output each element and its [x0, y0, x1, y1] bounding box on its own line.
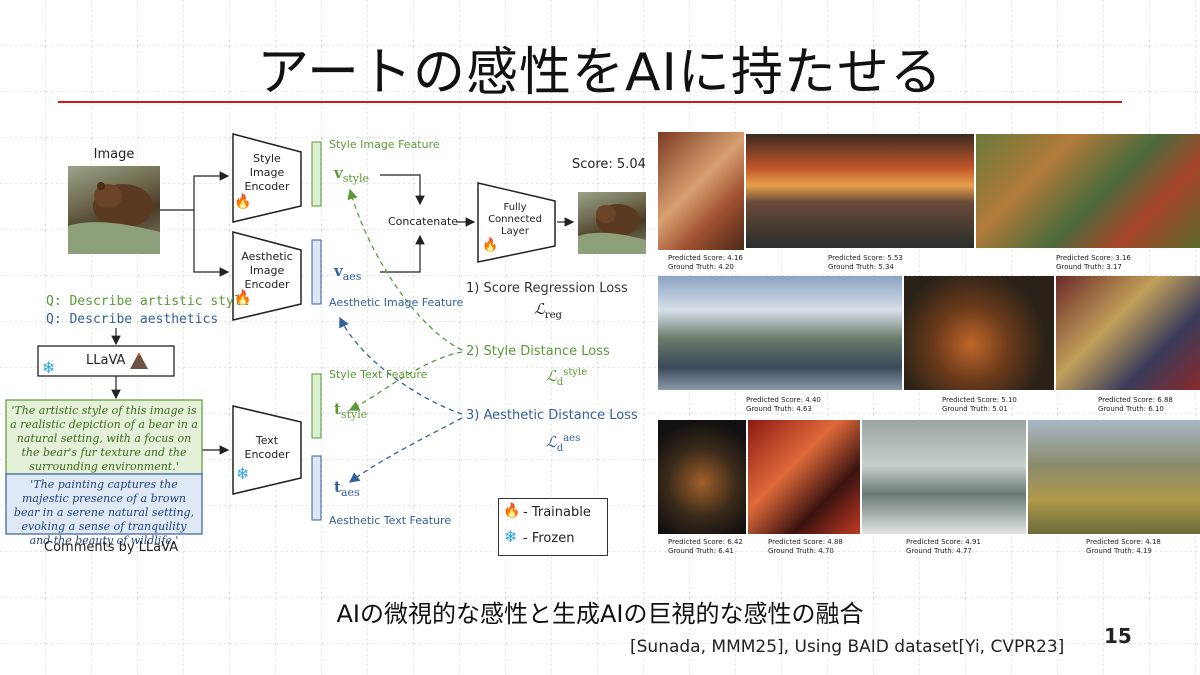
aes-image-feature-bar — [311, 239, 322, 305]
aes-image-feature-label: Aesthetic Image Feature — [329, 296, 464, 309]
output-image-bear — [578, 192, 646, 254]
comment-aes-text: 'The painting captures the majestic pres… — [13, 478, 195, 547]
loss-style-label: 2) Style Distance Loss — [466, 344, 610, 359]
concatenate-label: Concatenate — [388, 215, 459, 228]
input-image-bear — [68, 166, 160, 254]
slide-subtitle: AIの微視的な感性と生成AIの巨視的な感性の融合 — [336, 600, 864, 628]
snowflake-icon: ❄ — [236, 464, 250, 483]
result-painting-9 — [862, 420, 1026, 534]
aes-text-feature-bar — [311, 455, 322, 521]
result-painting-4 — [658, 276, 902, 390]
result-painting-8 — [748, 420, 860, 534]
style-text-feature-bar — [311, 373, 322, 439]
result-painting-7 — [658, 420, 746, 534]
style-image-feature-bar — [311, 141, 322, 207]
flame-icon: 🔥 — [234, 290, 252, 306]
t-aes-symbol: taes — [334, 478, 360, 500]
loss-style-symbol: ℒdstyle — [546, 367, 588, 388]
loss-aes-label: 3) Aesthetic Distance Loss — [466, 408, 638, 423]
comment-style-text: 'The artistic style of this image is a r… — [10, 404, 198, 473]
result-painting-1 — [658, 132, 744, 250]
llava-box — [37, 345, 175, 377]
result-painting-6 — [1056, 276, 1200, 390]
page-number: 15 — [1104, 624, 1132, 648]
result-painting-3 — [976, 134, 1200, 248]
flame-icon: 🔥 — [482, 238, 499, 253]
legend-frozen: - Frozen — [523, 531, 575, 546]
question-style: Q: Describe artistic style — [46, 294, 250, 309]
text-encoder-shape — [232, 405, 302, 495]
comment-style-box — [5, 399, 203, 475]
title-rule — [58, 101, 1122, 103]
volcano-icon — [128, 350, 150, 374]
style-image-feature-label: Style Image Feature — [329, 138, 440, 151]
v-style-symbol: vstyle — [334, 164, 370, 186]
style-encoder-shape — [232, 133, 302, 223]
snowflake-icon: ❄ — [504, 527, 518, 546]
loss-regression-label: 1) Score Regression Loss — [466, 281, 628, 296]
legend-box: 🔥 - Trainable ❄ - Frozen — [498, 498, 608, 556]
flame-icon: 🔥 — [503, 503, 521, 519]
flame-icon: 🔥 — [234, 194, 252, 210]
t-style-symbol: tstyle — [334, 400, 368, 422]
style-text-feature-label: Style Text Feature — [329, 368, 428, 381]
snowflake-icon: ❄ — [42, 358, 56, 377]
loss-aes-symbol: ℒdaes — [546, 433, 581, 454]
fc-layer-shape — [477, 182, 556, 263]
citation: [Sunada, MMM25], Using BAID dataset[Yi, … — [630, 637, 1065, 657]
loss-regression-symbol: ℒreg — [534, 300, 562, 322]
slide-title: アートの感性をAIに持たせる — [257, 43, 943, 103]
llava-label: LLaVA — [86, 353, 126, 368]
score-label: Score: 5.04 — [572, 157, 646, 172]
legend-trainable: - Trainable — [523, 505, 591, 520]
aes-encoder-shape — [232, 231, 302, 321]
result-painting-10 — [1028, 420, 1200, 534]
comments-caption: Comments by LLaVA — [44, 540, 179, 555]
result-painting-2 — [746, 134, 974, 248]
aes-text-feature-label: Aesthetic Text Feature — [329, 514, 452, 527]
v-aes-symbol: vaes — [334, 262, 362, 284]
result-painting-5 — [904, 276, 1054, 390]
image-label: Image — [93, 147, 135, 162]
question-aes: Q: Describe aesthetics — [46, 312, 219, 327]
comment-aes-box — [5, 473, 203, 535]
